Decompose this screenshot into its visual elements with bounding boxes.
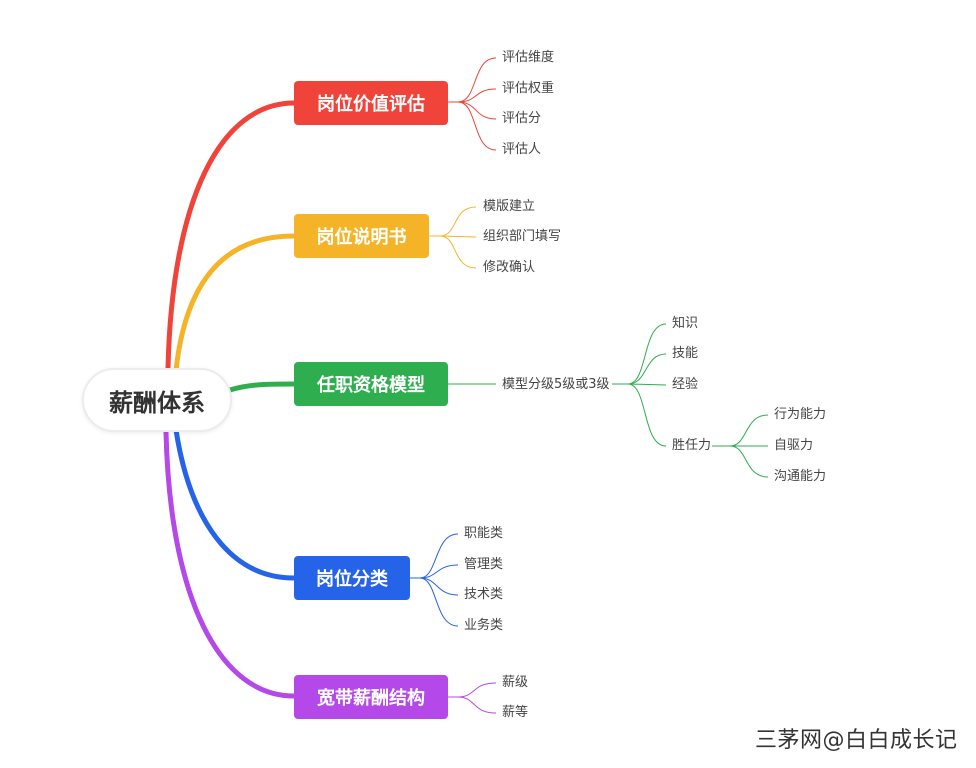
leaf-item[interactable]: 技术类 (464, 587, 504, 602)
leaf-item[interactable]: 行为能力 (774, 407, 827, 422)
branch-link-0 (165, 100, 297, 371)
leaf-item[interactable]: 评估维度 (502, 50, 555, 65)
leaf-item[interactable]: 评估分 (502, 111, 542, 126)
branch-node-qualification-model[interactable]: 任职资格模型 (294, 362, 448, 406)
branch-link-2 (227, 381, 297, 393)
leaf-item[interactable]: 薪级 (502, 675, 529, 690)
branch-node-job-value[interactable]: 岗位价值评估 (294, 81, 448, 125)
sub-node-competency[interactable]: 胜任力 (672, 438, 712, 453)
branch-2-leaf-links (447, 323, 769, 478)
leaf-item[interactable]: 组织部门填写 (483, 229, 562, 244)
leaf-item[interactable]: 管理类 (464, 557, 504, 572)
branch-0-leaf-links (447, 57, 497, 151)
leaf-item[interactable]: 评估人 (502, 142, 542, 157)
branch-1-leaf-links (428, 206, 477, 269)
leaf-item[interactable]: 知识 (672, 316, 699, 331)
leaf-item[interactable]: 薪等 (502, 705, 529, 720)
sub-node-model-levels[interactable]: 模型分级5级或3级 (502, 377, 610, 392)
branch-node-job-classification[interactable]: 岗位分类 (294, 556, 410, 600)
leaf-item[interactable]: 修改确认 (483, 260, 536, 275)
branch-node-job-description[interactable]: 岗位说明书 (294, 214, 429, 258)
branch-node-broadband-salary[interactable]: 宽带薪酬结构 (294, 675, 448, 719)
branch-link-1 (173, 233, 297, 373)
leaf-item[interactable]: 模版建立 (483, 199, 536, 214)
watermark: 三茅网@白白成长记 (755, 728, 958, 753)
branch-4-leaf-links (447, 682, 497, 714)
branch-link-4 (163, 429, 297, 699)
leaf-item[interactable]: 自驱力 (774, 438, 814, 453)
leaf-item[interactable]: 评估权重 (502, 81, 555, 96)
leaf-item[interactable]: 经验 (672, 377, 699, 392)
root-node[interactable]: 薪酬体系 (82, 368, 232, 432)
leaf-item[interactable]: 业务类 (464, 618, 504, 633)
leaf-item[interactable]: 沟通能力 (774, 469, 827, 484)
branch-link-3 (173, 427, 297, 581)
leaf-item[interactable]: 技能 (672, 346, 699, 361)
leaf-item[interactable]: 职能类 (464, 526, 504, 541)
branch-3-leaf-links (409, 533, 459, 627)
